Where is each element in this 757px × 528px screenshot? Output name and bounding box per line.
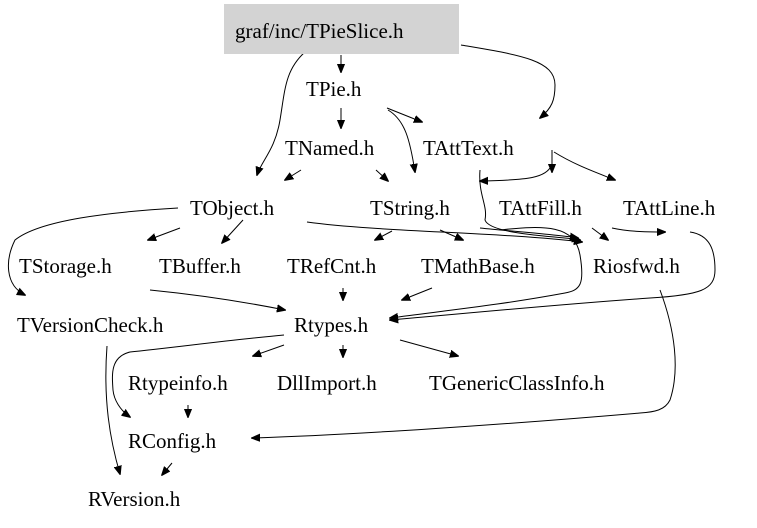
edge-riosfwd-rconfig (252, 289, 676, 438)
node-tnamed[interactable]: TNamed.h (285, 136, 375, 160)
node-tobject[interactable]: TObject.h (190, 196, 275, 220)
node-rtypes[interactable]: Rtypes.h (294, 313, 369, 337)
edge-tatttext-tattline (553, 151, 615, 180)
node-tatttext[interactable]: TAttText.h (423, 136, 514, 160)
edge-tattline-rtypes (390, 231, 716, 320)
edge-tobject-tbuffer (222, 219, 244, 243)
edge-tnamed-tstring (375, 169, 388, 181)
edge-tpie-tstring (387, 109, 415, 172)
node-tpie[interactable]: TPie.h (306, 77, 362, 101)
edge-tmathbase-rtypes (402, 287, 433, 300)
edge-rconfig-rversion (162, 462, 173, 475)
edge-tobject-tversioncheck (7, 207, 179, 295)
node-tmathbase[interactable]: TMathBase.h (421, 254, 535, 278)
edge-tobject-riosfwd (306, 221, 582, 242)
edge-rtypes-tgenericclassinfo (399, 339, 458, 356)
node-riosfwd[interactable]: Riosfwd.h (593, 254, 680, 278)
node-trefcnt[interactable]: TRefCnt.h (287, 254, 377, 278)
edge-tstring-tmathbase (439, 229, 463, 240)
root-node-box (224, 4, 459, 54)
edge-tpie-tatttext (386, 107, 422, 122)
node-tstring[interactable]: TString.h (370, 196, 450, 220)
nodes: graf/inc/TPieSlice.h TPie.h TNamed.h TAt… (17, 19, 716, 511)
edge-root-tatttext (460, 44, 556, 118)
edge-tattline-riosfwd (611, 227, 665, 232)
edges (7, 44, 716, 475)
edge-tversioncheck-rversion (105, 345, 120, 474)
edge-root-tobject (257, 51, 306, 175)
edge-tobject-tstorage (148, 227, 181, 240)
node-rconfig[interactable]: RConfig.h (128, 429, 217, 453)
node-tbuffer[interactable]: TBuffer.h (159, 254, 241, 278)
node-root[interactable]: graf/inc/TPieSlice.h (235, 19, 404, 43)
node-tversioncheck[interactable]: TVersionCheck.h (17, 313, 164, 337)
node-tattfill[interactable]: TAttFill.h (499, 196, 582, 220)
node-rtypeinfo[interactable]: Rtypeinfo.h (128, 371, 228, 395)
edge-tnamed-tobject (285, 169, 302, 180)
node-tstorage[interactable]: TStorage.h (19, 254, 112, 278)
edge-tatttext-riosfwd (479, 169, 580, 240)
edge-tstring-trefcnt (375, 230, 393, 240)
edge-rtypes-rconfig (111, 334, 285, 417)
edge-tatttext-tstring (480, 164, 553, 181)
node-rversion[interactable]: RVersion.h (88, 487, 181, 511)
edge-rtypes-rtypeinfo (253, 344, 285, 356)
node-tattline[interactable]: TAttLine.h (623, 196, 716, 220)
node-dllimport[interactable]: DllImport.h (277, 371, 377, 395)
edge-tstring-riosfwd (479, 227, 578, 238)
edge-tstorage-rtypes (149, 289, 285, 310)
edge-tattfill-riosfwd (591, 227, 608, 240)
edge-tstring-rtypes (390, 227, 583, 318)
node-tgenericclassinfo[interactable]: TGenericClassInfo.h (429, 371, 605, 395)
